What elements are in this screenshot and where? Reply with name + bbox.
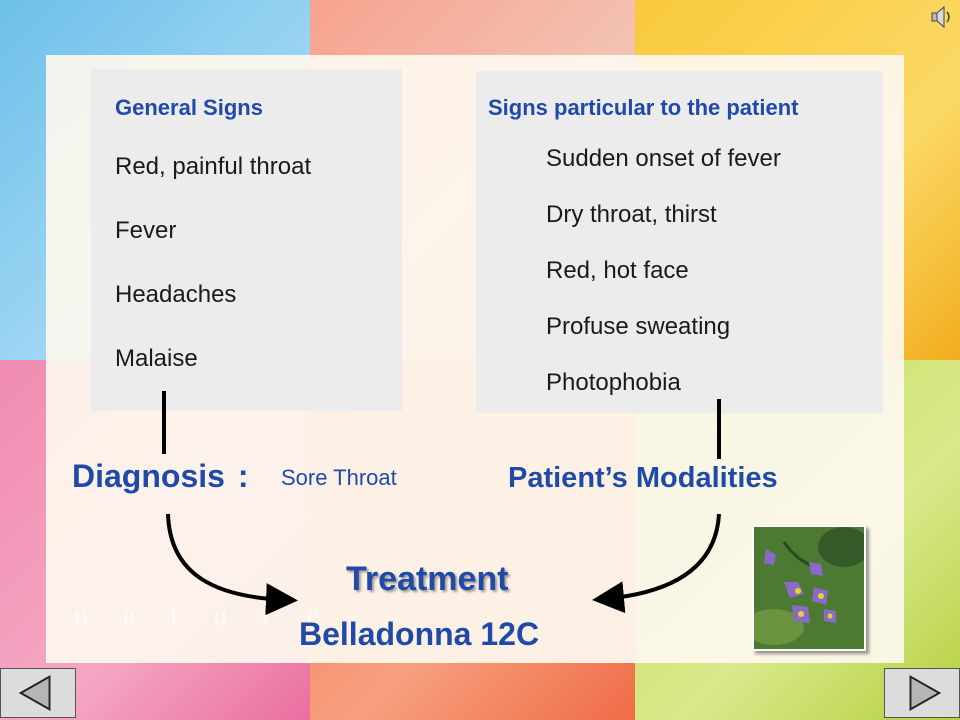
next-slide-button[interactable] xyxy=(884,668,960,718)
general-signs-heading: General Signs xyxy=(115,95,263,120)
general-connector-line xyxy=(162,391,166,454)
particular-sign-item: Dry throat, thirst xyxy=(546,201,717,228)
triangle-left-icon xyxy=(18,675,51,711)
diagnosis-separator: : xyxy=(237,458,249,494)
diagnosis-value: Sore Throat xyxy=(281,465,397,490)
triangle-right-icon xyxy=(909,675,942,711)
general-signs-box xyxy=(91,69,402,411)
particular-sign-item: Red, hot face xyxy=(546,257,689,284)
modalities-label: Patient’s Modalities xyxy=(508,462,778,494)
treatment-title: Treatment xyxy=(346,560,509,598)
general-sign-item: Malaise xyxy=(115,345,198,372)
speaker-icon[interactable] xyxy=(930,4,954,30)
general-sign-item: Red, painful throat xyxy=(115,153,312,180)
particular-signs-heading: Signs particular to the patient xyxy=(488,95,799,120)
particular-sign-item: Sudden onset of fever xyxy=(546,145,781,172)
nature-watermark: n a t u r e xyxy=(74,600,333,631)
treatment-remedy: Belladonna 12C xyxy=(299,616,540,652)
previous-slide-button[interactable] xyxy=(0,668,76,718)
particular-signs-box xyxy=(476,71,883,413)
general-sign-item: Headaches xyxy=(115,281,237,308)
diagnosis-label: Diagnosis : xyxy=(72,458,249,494)
belladonna-flower-photo xyxy=(752,525,866,651)
particular-connector-line xyxy=(717,399,721,459)
particular-sign-item: Photophobia xyxy=(546,369,681,396)
particular-sign-item: Profuse sweating xyxy=(546,313,731,340)
general-sign-item: Fever xyxy=(115,217,177,244)
